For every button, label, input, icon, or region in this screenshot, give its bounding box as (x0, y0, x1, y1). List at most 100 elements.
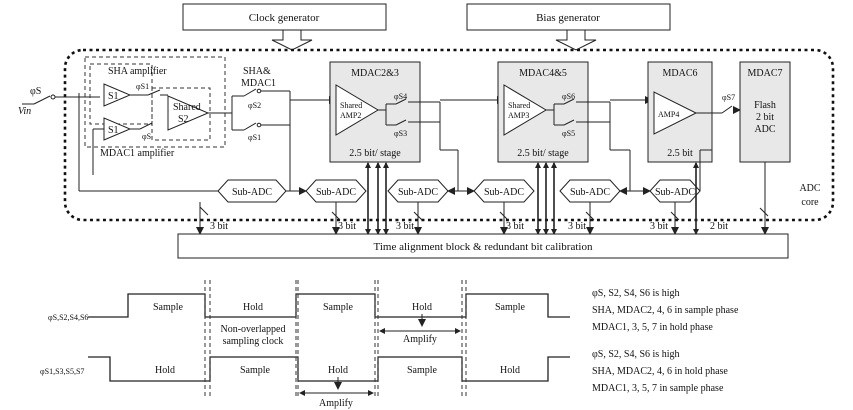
s1-top-label: S1 (108, 91, 119, 102)
bits-label-2: 3 bit (338, 221, 356, 232)
phi-s7-label: φS7 (722, 93, 735, 102)
mdac6-stage: 2.5 bit (667, 148, 693, 159)
mdac7-line3: ADC (754, 124, 775, 135)
switch-s1 (243, 122, 257, 131)
note-bottom-3: MDAC1, 3, 5, 7 in sample phase (592, 383, 724, 394)
time-alignment-block: Time alignment block & redundant bit cal… (177, 233, 789, 259)
row2-phase-5: Hold (500, 365, 520, 376)
s1-bottom-label: S1 (108, 125, 119, 136)
bits-label-4: 3 bit (506, 221, 524, 232)
row1-phase-4: Hold (412, 302, 432, 313)
sub-adc-2: Sub-ADC (305, 179, 367, 203)
mdac23-block: MDAC2&3 Shared AMP2 φS4 φS3 2.5 bit/ sta… (329, 61, 421, 163)
sub-adc-5-label: Sub-ADC (570, 187, 610, 198)
sha-mdac1-outer-dashed (84, 56, 226, 148)
mdac7-line2: 2 bit (756, 112, 774, 123)
phi-s1-label: φS1 (248, 133, 261, 142)
mdac45-amp-line1: Shared (508, 101, 530, 110)
adc-core-outline (63, 48, 835, 222)
time-alignment-label: Time alignment block & redundant bit cal… (374, 241, 593, 253)
mdac23-amp-line1: Shared (340, 101, 362, 110)
sub-adc-1-label: Sub-ADC (232, 187, 272, 198)
mdac6-amp (653, 91, 698, 135)
mdac45-block: MDAC4&5 Shared AMP3 φS6 φS5 2.5 bit/ sta… (497, 61, 589, 163)
sub-adc-6-label: Sub-ADC (655, 187, 695, 198)
shared-label: Shared (173, 102, 201, 113)
bits-label-3: 3 bit (396, 221, 414, 232)
sub-adc-5: Sub-ADC (559, 179, 621, 203)
mdac45-phi-top: φS6 (562, 92, 575, 101)
phi-s2-label: φS2 (248, 101, 261, 110)
adc-core-label-2: core (801, 197, 819, 208)
amplify-label-bottom: Amplify (319, 398, 353, 409)
note-bottom-2: SHA, MDAC2, 4, 6 in hold phase (592, 366, 728, 377)
input-switch (33, 95, 51, 105)
sub-adc-4-label: Sub-ADC (484, 187, 524, 198)
row1-phase-1: Sample (153, 302, 184, 313)
phi-s1-top-label: φS1 (136, 82, 149, 91)
row2-phase-3: Hold (328, 365, 348, 376)
row2-phase-4: Sample (407, 365, 438, 376)
bias-down-arrow (555, 30, 597, 51)
row1-phase-3: Sample (323, 302, 354, 313)
note-top-3: MDAC1, 3, 5, 7 in hold phase (592, 322, 713, 333)
mdac1-amplifier-label: MDAC1 amplifier (100, 148, 175, 159)
vin-label: Vin (18, 106, 31, 117)
sub-adc-1: Sub-ADC (217, 179, 287, 203)
non-overlap-label-2: sampling clock (223, 336, 284, 347)
shared-s2-dashed (151, 87, 211, 141)
mdac23-amp-line2: AMP2 (340, 111, 361, 120)
bias-generator-block: Bias generator (466, 3, 671, 31)
mdac23-phi-bot: φS3 (394, 129, 407, 138)
note-top-2: SHA, MDAC2, 4, 6 in sample phase (592, 305, 739, 316)
row2-phase-1: Hold (155, 365, 175, 376)
sha-mdac1-title-2: MDAC1 (241, 78, 276, 89)
mdac6-amp-label: AMP4 (658, 110, 679, 119)
mdac23-title: MDAC2&3 (351, 68, 399, 79)
clock-down-arrow (271, 30, 313, 51)
mdac7-line1: Flash (754, 100, 776, 111)
timing-row1-label: φS,S2,S4,S6 (48, 313, 88, 322)
clock-generator-block: Clock generator (182, 3, 387, 31)
row1-phase-5: Sample (495, 302, 526, 313)
bits-label-1: 3 bit (210, 221, 228, 232)
adc-core-label-1: ADC (799, 183, 820, 194)
row2-phase-2: Sample (240, 365, 271, 376)
sub-adc-6: Sub-ADC (649, 179, 701, 203)
mdac45-title: MDAC4&5 (519, 68, 567, 79)
mdac45-amp (503, 84, 547, 136)
note-top-1: φS, S2, S4, S6 is high (592, 288, 679, 299)
phi-s-input-label: φS (30, 86, 41, 97)
mdac45-phi-bot: φS5 (562, 129, 575, 138)
clock-generator-label: Clock generator (249, 12, 320, 24)
s2-label: S2 (178, 114, 189, 125)
mdac45-amp-line2: AMP3 (508, 111, 529, 120)
s1-top-amp (103, 83, 132, 107)
bits-label-5: 3 bit (568, 221, 586, 232)
timing-row1-waveform (88, 293, 570, 318)
sub-adc-2-label: Sub-ADC (316, 187, 356, 198)
sub-adc-4: Sub-ADC (473, 179, 535, 203)
mdac23-stage: 2.5 bit/ stage (349, 148, 401, 159)
row1-phase-2: Hold (243, 302, 263, 313)
bias-generator-label: Bias generator (536, 12, 600, 24)
amplify-label-top: Amplify (403, 334, 437, 345)
sub-adc-3: Sub-ADC (387, 179, 449, 203)
sub-adc-3-label: Sub-ADC (398, 187, 438, 198)
phi-s-bottom-label: φS (142, 132, 151, 141)
mdac7-block: MDAC7 Flash 2 bit ADC (739, 61, 791, 163)
switch-s7 (721, 105, 733, 114)
mdac6-block: MDAC6 AMP4 2.5 bit (647, 61, 713, 163)
shared-s2-amp (167, 95, 210, 131)
mdac6-title: MDAC6 (662, 68, 697, 79)
sha-mdac1-title-1: SHA& (243, 66, 271, 77)
mdac7-title: MDAC7 (747, 68, 782, 79)
switch-s2 (243, 88, 257, 97)
mdac23-amp (335, 84, 379, 136)
bits-label-7: 2 bit (710, 221, 728, 232)
mdac45-stage: 2.5 bit/ stage (517, 148, 569, 159)
mdac23-phi-top: φS4 (394, 92, 407, 101)
non-overlap-label-1: Non-overlapped (221, 324, 286, 335)
note-bottom-1: φS, S2, S4, S6 is high (592, 349, 679, 360)
